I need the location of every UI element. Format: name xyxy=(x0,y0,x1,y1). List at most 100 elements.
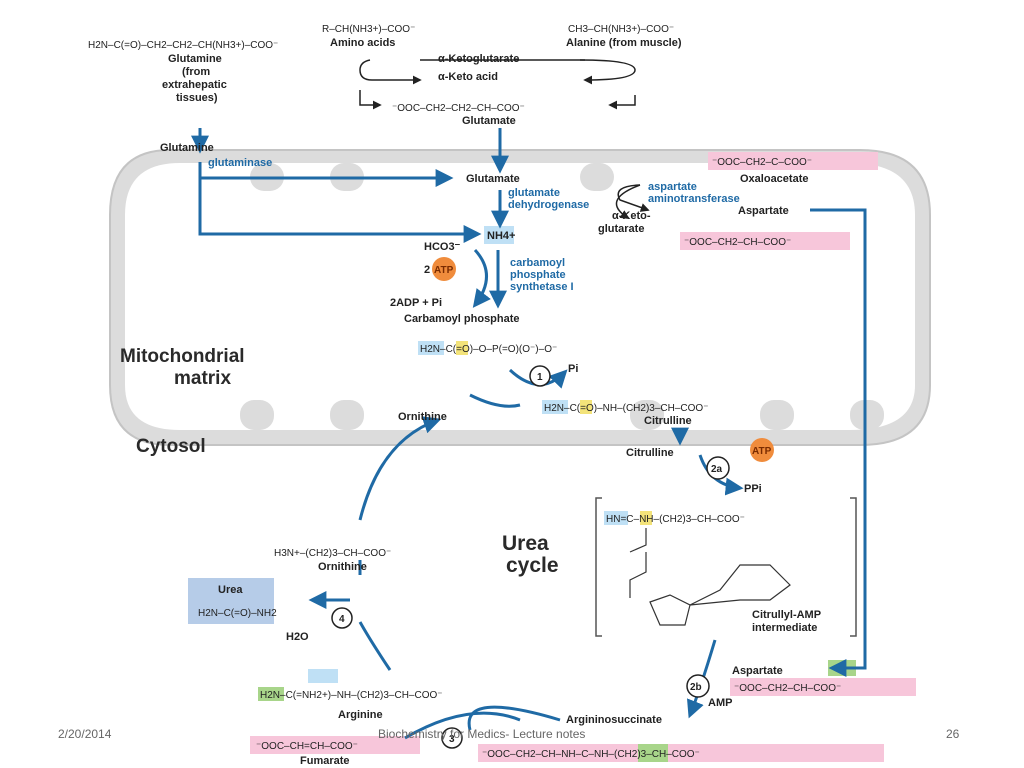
cps-label-3: synthetase I xyxy=(510,281,574,293)
fumarate-label: Fumarate xyxy=(300,755,350,767)
mito-label-2: matrix xyxy=(174,368,231,389)
footer-date: 2/20/2014 xyxy=(58,727,112,741)
akg-mito-label-1: α-Keto- xyxy=(612,210,651,222)
citrulline-mito-label: Citrulline xyxy=(644,415,692,427)
footer-title: Biochemistry for Medics- Lecture notes xyxy=(378,727,586,741)
cps-label-2: phosphate xyxy=(510,269,566,281)
citrulline-formula: H2N–C(=O)–NH–(CH2)3–CH–COO⁻ xyxy=(544,403,708,414)
cristae xyxy=(240,163,884,430)
glutamine-ext-sub2: extrahepatic xyxy=(162,79,227,91)
amp-structure xyxy=(629,528,791,626)
asp-amino-label-2: aminotransferase xyxy=(648,193,740,205)
aspartate-mito-highlight xyxy=(680,232,850,250)
step3-label: 3 xyxy=(449,734,455,745)
atp-icon-2 xyxy=(750,438,774,462)
footer-page: 26 xyxy=(946,727,960,741)
step4-badge xyxy=(331,607,353,629)
akg-top-label: α-Ketoglutarate xyxy=(438,53,519,65)
carbamoyl-formula: H2N–C(=O)–O–P(=O)(O⁻)–O⁻ xyxy=(420,344,557,355)
glutamine-ext-formula: H2N–C(=O)–CH2–CH2–CH(NH3+)–COO⁻ xyxy=(88,40,278,51)
mito-label-1: Mitochondrial xyxy=(120,346,245,367)
nh4-highlight xyxy=(484,226,514,244)
ppi-label: PPi xyxy=(744,483,762,495)
step1-badge xyxy=(529,365,551,387)
arginine-label: Arginine xyxy=(338,709,383,721)
glutamine-mito-label: Glutamine xyxy=(160,142,214,154)
hco3-label: HCO3⁻ xyxy=(424,241,461,253)
akg-mito-label-2: glutarate xyxy=(598,223,644,235)
glutaminase-label: glutaminase xyxy=(208,157,272,169)
citrullyl-label-1: Citrullyl-AMP xyxy=(752,609,821,621)
argsucc-highlight xyxy=(478,744,884,762)
fumarate-highlight xyxy=(250,736,420,754)
glutamate-dh-label-1: glutamate xyxy=(508,187,560,199)
arginine-formula: H2N–C(=NH2+)–NH–(CH2)3–CH–COO⁻ xyxy=(260,690,443,701)
step2b-label: 2b xyxy=(690,682,702,693)
glutamate-top-label: Glutamate xyxy=(462,115,516,127)
ornithine-cyto-label: Ornithine xyxy=(318,561,367,573)
aspartate-mito-formula: ⁻OOC–CH2–CH–COO⁻ xyxy=(684,237,791,248)
carbamoyl-label: Carbamoyl phosphate xyxy=(404,313,520,325)
step4-label: 4 xyxy=(339,614,345,625)
aspartate-mito-label: Aspartate xyxy=(738,205,789,217)
urea-formula: H2N–C(=O)–NH2 xyxy=(198,608,277,619)
ornithine-cyto-formula: H3N+–(CH2)3–CH–COO⁻ xyxy=(274,548,391,559)
urea-cycle-label-2: cycle xyxy=(506,554,559,577)
glutamate-top-formula: ⁻OOC–CH2–CH2–CH–COO⁻ xyxy=(392,103,525,114)
cytosol-label: Cytosol xyxy=(136,436,206,457)
cps-label-1: carbamoyl xyxy=(510,257,565,269)
argsucc-formula: ⁻OOC–CH2–CH–NH–C–NH–(CH2)3–CH–COO⁻ xyxy=(482,749,700,760)
h2o-label: H2O xyxy=(286,631,309,643)
citrulline-cyto-label: Citrulline xyxy=(626,447,674,459)
citrulline-c-highlight xyxy=(580,400,592,414)
citrullyl-label-2: intermediate xyxy=(752,622,817,634)
step2a-badge xyxy=(706,456,730,480)
asp-amino-label-1: aspartate xyxy=(648,181,697,193)
oxaloacetate-label: Oxaloacetate xyxy=(740,173,808,185)
ornithine-mito-label: Ornithine xyxy=(398,411,447,423)
glutamate-mito-label: Glutamate xyxy=(466,173,520,185)
glutamate-dh-label-2: dehydrogenase xyxy=(508,199,589,211)
carbamoyl-h2n-highlight xyxy=(418,341,444,355)
atp-label-2: ATP xyxy=(752,446,772,457)
amino-exchange-arrows xyxy=(359,59,650,219)
citrulline-h2n-highlight xyxy=(542,400,568,414)
urea-label: Urea xyxy=(218,584,243,596)
aketoacid-label: α-Keto acid xyxy=(438,71,498,83)
aspartate-cyto-label: Aspartate xyxy=(732,665,783,677)
citrullyl-bracket xyxy=(595,497,857,637)
atp-icon xyxy=(432,257,456,281)
step3-badge xyxy=(441,727,463,749)
argsucc-nh-highlight xyxy=(638,744,668,762)
nh4-label: NH4+ xyxy=(487,230,515,242)
atp-label: ATP xyxy=(434,265,454,276)
arginine-nh2-highlight xyxy=(308,669,338,683)
arginine-h2n-highlight xyxy=(258,687,284,701)
amino-acids-label: Amino acids xyxy=(330,37,395,49)
glutamine-ext-sub3: tissues) xyxy=(176,92,218,104)
step2a-label: 2a xyxy=(711,464,723,475)
argininosuccinate-label: Argininosuccinate xyxy=(566,714,662,726)
atp-coef: 2 xyxy=(424,264,430,276)
pi-label: Pi xyxy=(568,363,578,375)
aspartate-cyto-formula: ⁻OOC–CH2–CH–COO⁻ xyxy=(734,683,841,694)
pathway-arrows xyxy=(191,128,867,740)
step1-label: 1 xyxy=(537,372,543,383)
aspartate-cyto-highlight xyxy=(730,678,916,696)
amp-label: AMP xyxy=(708,697,732,709)
step2b-badge xyxy=(686,674,710,698)
alanine-formula: CH3–CH(NH3+)–COO⁻ xyxy=(568,24,674,35)
urea-cycle-label-1: Urea xyxy=(502,532,549,555)
citrullyl-formula: HN=C–NH–(CH2)3–CH–COO⁻ xyxy=(606,514,745,525)
glutamine-ext-sub1: (from xyxy=(182,66,210,78)
citrullyl-hn-highlight xyxy=(604,511,628,525)
alanine-label: Alanine (from muscle) xyxy=(566,37,682,49)
oxaloacetate-highlight xyxy=(708,152,878,170)
urea-box xyxy=(188,578,274,624)
oxaloacetate-formula: ⁻OOC–CH2–C–COO⁻ xyxy=(712,157,812,168)
citrullyl-c-highlight xyxy=(640,511,652,525)
glutamine-ext-label: Glutamine xyxy=(168,53,222,65)
adp-label: 2ADP + Pi xyxy=(390,297,442,309)
carbamoyl-c-highlight xyxy=(456,341,468,355)
